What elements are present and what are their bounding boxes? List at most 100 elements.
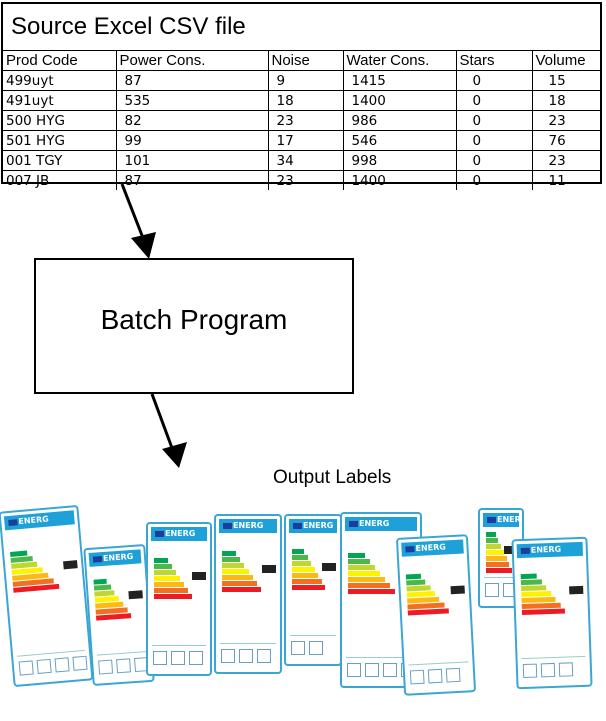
efficiency-bar bbox=[486, 538, 498, 543]
col-header-prod-code: Prod Code bbox=[3, 50, 116, 71]
arrowhead-icon bbox=[131, 232, 156, 259]
cell-noise: 18 bbox=[267, 90, 343, 111]
eu-flag-icon bbox=[223, 523, 232, 529]
cell-stars: 0 bbox=[455, 130, 532, 151]
label-pictogram-icon bbox=[54, 657, 70, 673]
cell-stars: 0 bbox=[455, 70, 532, 91]
energy-label-header: ENERG bbox=[219, 519, 277, 533]
energy-label-thumbnail: ENERG bbox=[214, 514, 282, 674]
cell-noise: 34 bbox=[267, 150, 343, 171]
cell-noise: 23 bbox=[267, 110, 343, 131]
label-pictogram-icon bbox=[409, 669, 425, 685]
label-pictogram-icon bbox=[239, 649, 253, 663]
efficiency-bar bbox=[292, 585, 325, 590]
efficiency-bar bbox=[292, 549, 304, 554]
label-icon-row bbox=[152, 645, 206, 668]
rating-arrow-icon bbox=[569, 585, 584, 595]
eu-flag-icon bbox=[293, 523, 302, 529]
label-pictogram-icon bbox=[365, 663, 379, 677]
label-pictogram-icon bbox=[558, 662, 574, 677]
cell-water-cons: 998 bbox=[342, 150, 456, 171]
cell-water-cons: 1415 bbox=[342, 70, 456, 91]
efficiency-bar bbox=[292, 579, 322, 584]
label-pictogram-icon bbox=[257, 649, 271, 663]
cell-volume: 18 bbox=[531, 90, 600, 111]
label-pictogram-icon bbox=[116, 658, 132, 674]
cell-volume: 15 bbox=[531, 70, 600, 91]
efficiency-bar bbox=[222, 575, 253, 580]
efficiency-bars bbox=[348, 553, 395, 595]
label-pictogram-icon bbox=[522, 663, 538, 679]
efficiency-bar bbox=[486, 568, 512, 573]
energy-label-header: ENERG bbox=[401, 539, 464, 557]
cell-volume: 76 bbox=[531, 130, 600, 151]
efficiency-bars bbox=[10, 548, 60, 594]
rating-arrow-icon bbox=[322, 563, 336, 571]
label-icon-row bbox=[521, 655, 587, 682]
label-pictogram-icon bbox=[72, 655, 88, 671]
efficiency-bar bbox=[348, 565, 375, 570]
batch-program-label: Batch Program bbox=[100, 304, 288, 335]
rating-arrow-icon bbox=[63, 560, 78, 570]
efficiency-bars bbox=[222, 551, 261, 593]
table-row: 007 JB 87 23 1400 0 11 bbox=[3, 170, 600, 190]
efficiency-bar bbox=[154, 594, 192, 599]
efficiency-bar bbox=[486, 562, 509, 567]
efficiency-bar bbox=[348, 589, 395, 594]
efficiency-bar bbox=[222, 569, 249, 574]
efficiency-bar bbox=[154, 558, 168, 563]
efficiency-bars bbox=[520, 573, 566, 616]
efficiency-bar bbox=[348, 577, 385, 582]
efficiency-bars bbox=[292, 549, 325, 591]
cell-water-cons: 986 bbox=[342, 110, 456, 131]
label-pictogram-icon bbox=[153, 651, 167, 665]
cell-stars: 0 bbox=[455, 90, 532, 111]
efficiency-bars bbox=[154, 558, 192, 600]
efficiency-bar bbox=[520, 579, 542, 586]
cell-noise: 9 bbox=[267, 70, 343, 91]
label-icon-row bbox=[220, 643, 276, 666]
eu-flag-icon bbox=[487, 517, 496, 523]
label-icon-row bbox=[96, 651, 149, 678]
efficiency-bar bbox=[95, 613, 132, 621]
label-pictogram-icon bbox=[171, 651, 185, 665]
efficiency-bars bbox=[486, 532, 512, 574]
eu-flag-icon bbox=[520, 547, 530, 555]
cell-power-cons: 101 bbox=[115, 150, 268, 171]
rating-arrow-icon bbox=[504, 546, 518, 554]
label-pictogram-icon bbox=[98, 659, 114, 675]
efficiency-bar bbox=[406, 579, 426, 586]
label-pictogram-icon bbox=[36, 658, 52, 675]
cell-noise: 17 bbox=[267, 130, 343, 151]
energy-label-thumbnail: ENERG bbox=[284, 514, 342, 666]
table-row: 491uyt 535 18 1400 0 18 bbox=[3, 90, 600, 111]
table-header-row: Prod Code Power Cons. Noise Water Cons. … bbox=[3, 50, 600, 71]
label-pictogram-icon bbox=[347, 663, 361, 677]
efficiency-bar bbox=[154, 570, 176, 575]
arrow-csv-to-batch bbox=[120, 183, 156, 259]
energy-label-header: ENERG bbox=[483, 513, 522, 527]
energy-label-thumbnail: ENERG bbox=[511, 536, 593, 690]
efficiency-bar bbox=[154, 582, 184, 587]
efficiency-bar bbox=[222, 581, 257, 586]
table-row: 001 TGY 101 34 998 0 23 bbox=[3, 150, 600, 171]
efficiency-bar bbox=[154, 576, 180, 581]
energy-label-thumbnail: ENERG bbox=[395, 534, 477, 696]
label-pictogram-icon bbox=[309, 641, 323, 655]
efficiency-bar bbox=[405, 573, 422, 580]
efficiency-bar bbox=[222, 587, 261, 592]
eu-flag-icon bbox=[8, 519, 18, 526]
cell-water-cons: 1400 bbox=[342, 170, 456, 190]
energy-label-header: ENERG bbox=[345, 517, 417, 531]
efficiency-bar bbox=[292, 555, 308, 560]
efficiency-bar bbox=[486, 544, 501, 549]
energy-label-header: ENERG bbox=[151, 527, 207, 541]
rating-arrow-icon bbox=[262, 565, 276, 573]
label-pictogram-icon bbox=[427, 668, 443, 684]
efficiency-bar bbox=[486, 550, 504, 555]
label-pictogram-icon bbox=[445, 667, 461, 683]
source-csv-title: Source Excel CSV file bbox=[11, 13, 246, 40]
cell-power-cons: 87 bbox=[115, 170, 268, 190]
eu-flag-icon bbox=[92, 556, 103, 563]
